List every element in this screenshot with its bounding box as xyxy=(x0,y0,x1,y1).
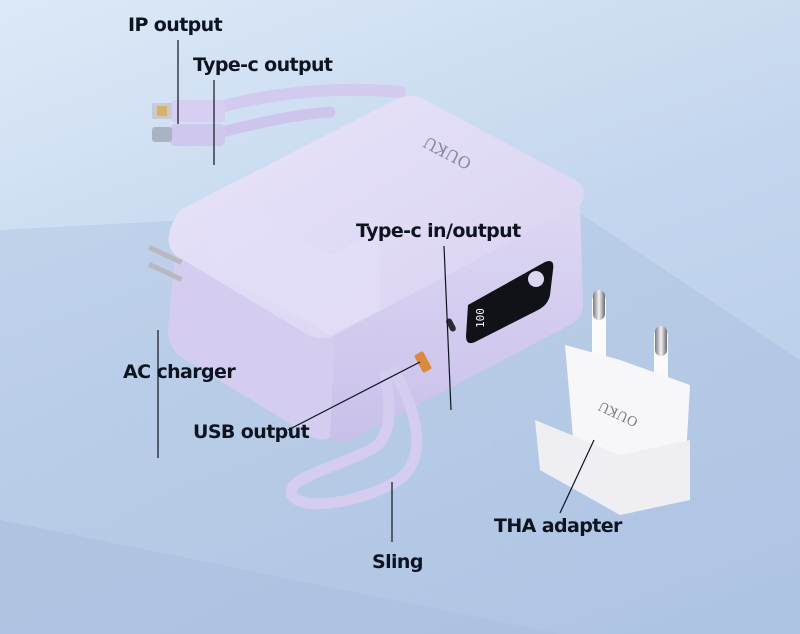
retractable-cables xyxy=(152,83,406,146)
typec-connector-housing xyxy=(170,124,225,146)
label-tha-adapter: THA adapter xyxy=(494,515,622,537)
typec-plug-icon xyxy=(152,127,172,142)
label-type-c-inout: Type-c in/output xyxy=(356,220,521,242)
usb-a-port-icon xyxy=(414,351,432,373)
usb-c-port-icon xyxy=(446,318,456,332)
power-button-icon xyxy=(528,271,544,287)
label-type-c-output: Type-c output xyxy=(193,54,333,76)
label-usb-output: USB output xyxy=(193,421,310,443)
ac-prong-icon xyxy=(147,261,183,282)
ac-prong-icon xyxy=(147,245,183,265)
label-sling: Sling xyxy=(372,551,423,573)
leader-lines xyxy=(157,40,595,542)
adapter-pin-icon xyxy=(655,326,667,356)
label-ac-charger: AC charger xyxy=(123,361,236,383)
adapter-pin-icon xyxy=(593,290,605,320)
display-value: 100 xyxy=(474,308,487,328)
label-ip-output: IP output xyxy=(128,14,223,36)
lightning-connector-housing xyxy=(170,100,225,122)
eu-adapter: OUKU xyxy=(535,290,690,515)
power-bank: OUKU 100 xyxy=(147,96,585,510)
sling-strap xyxy=(285,366,423,510)
